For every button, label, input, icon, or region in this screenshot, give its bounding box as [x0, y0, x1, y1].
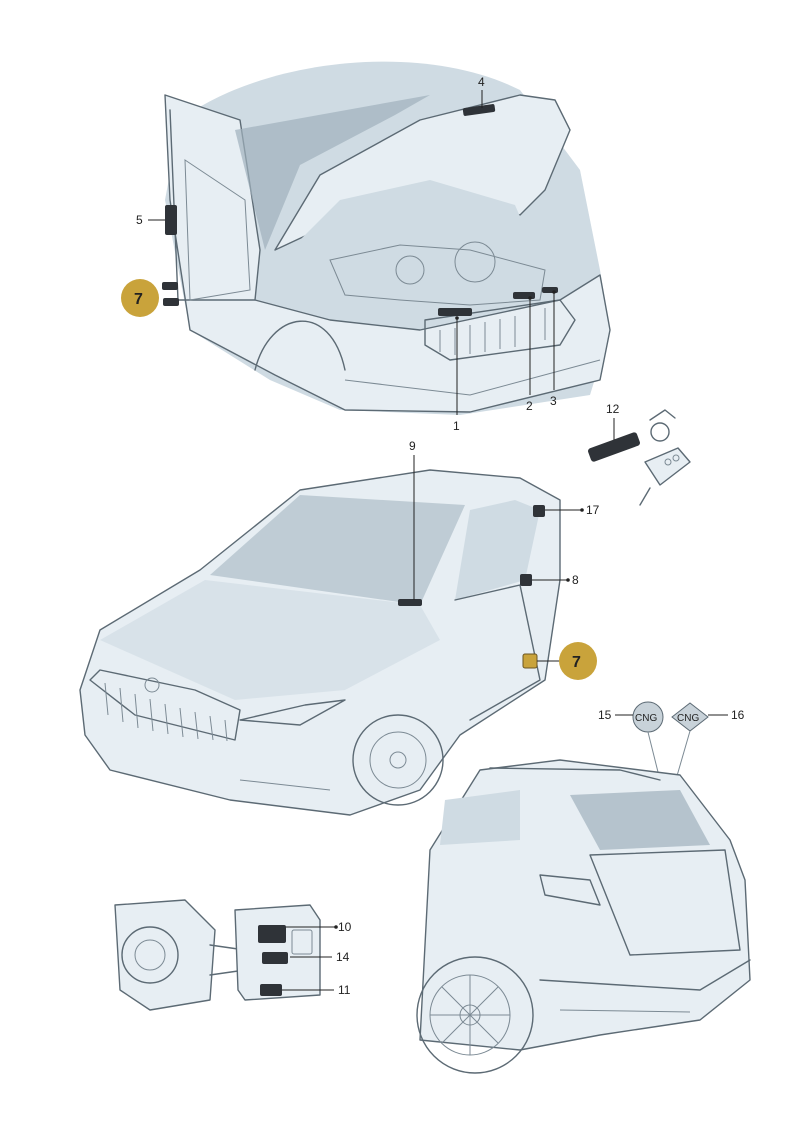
callout-3: 3	[550, 394, 557, 408]
middle-callout-lines	[413, 455, 584, 662]
callout-12: 12	[606, 402, 620, 416]
cng-round-text: CNG	[635, 713, 657, 724]
callout-4: 4	[478, 75, 485, 89]
callout-1: 1	[453, 419, 460, 433]
cng-diamond-badge: CNG	[671, 702, 709, 732]
highlight-badge-7-top[interactable]: 7	[121, 279, 159, 317]
callout-15: 15	[598, 708, 612, 722]
callout-10: 10	[338, 920, 352, 934]
fuel-flap-callout-lines	[282, 925, 338, 991]
cng-diamond-text: CNG	[677, 713, 699, 724]
callout-8: 8	[572, 573, 579, 587]
suv-rear-illustration	[416, 759, 751, 1074]
key-fob-illustration	[588, 409, 691, 506]
highlight-badge-7-middle[interactable]: 7	[559, 642, 597, 680]
callout-7-top: 7	[134, 291, 143, 308]
callout-7-middle: 7	[572, 654, 581, 671]
callout-17: 17	[586, 503, 600, 517]
fuel-flap-illustration	[114, 899, 321, 1011]
callout-16: 16	[731, 708, 745, 722]
callout-5: 5	[136, 213, 143, 227]
top-callout-lines	[148, 90, 556, 415]
callout-2: 2	[526, 399, 533, 413]
callout-9: 9	[409, 439, 416, 453]
callout-14: 14	[336, 950, 350, 964]
cng-round-badge: CNG	[632, 701, 664, 733]
car-open-hood-illustration	[162, 61, 611, 416]
car-front-illustration	[79, 469, 561, 816]
callout-11: 11	[338, 983, 351, 997]
